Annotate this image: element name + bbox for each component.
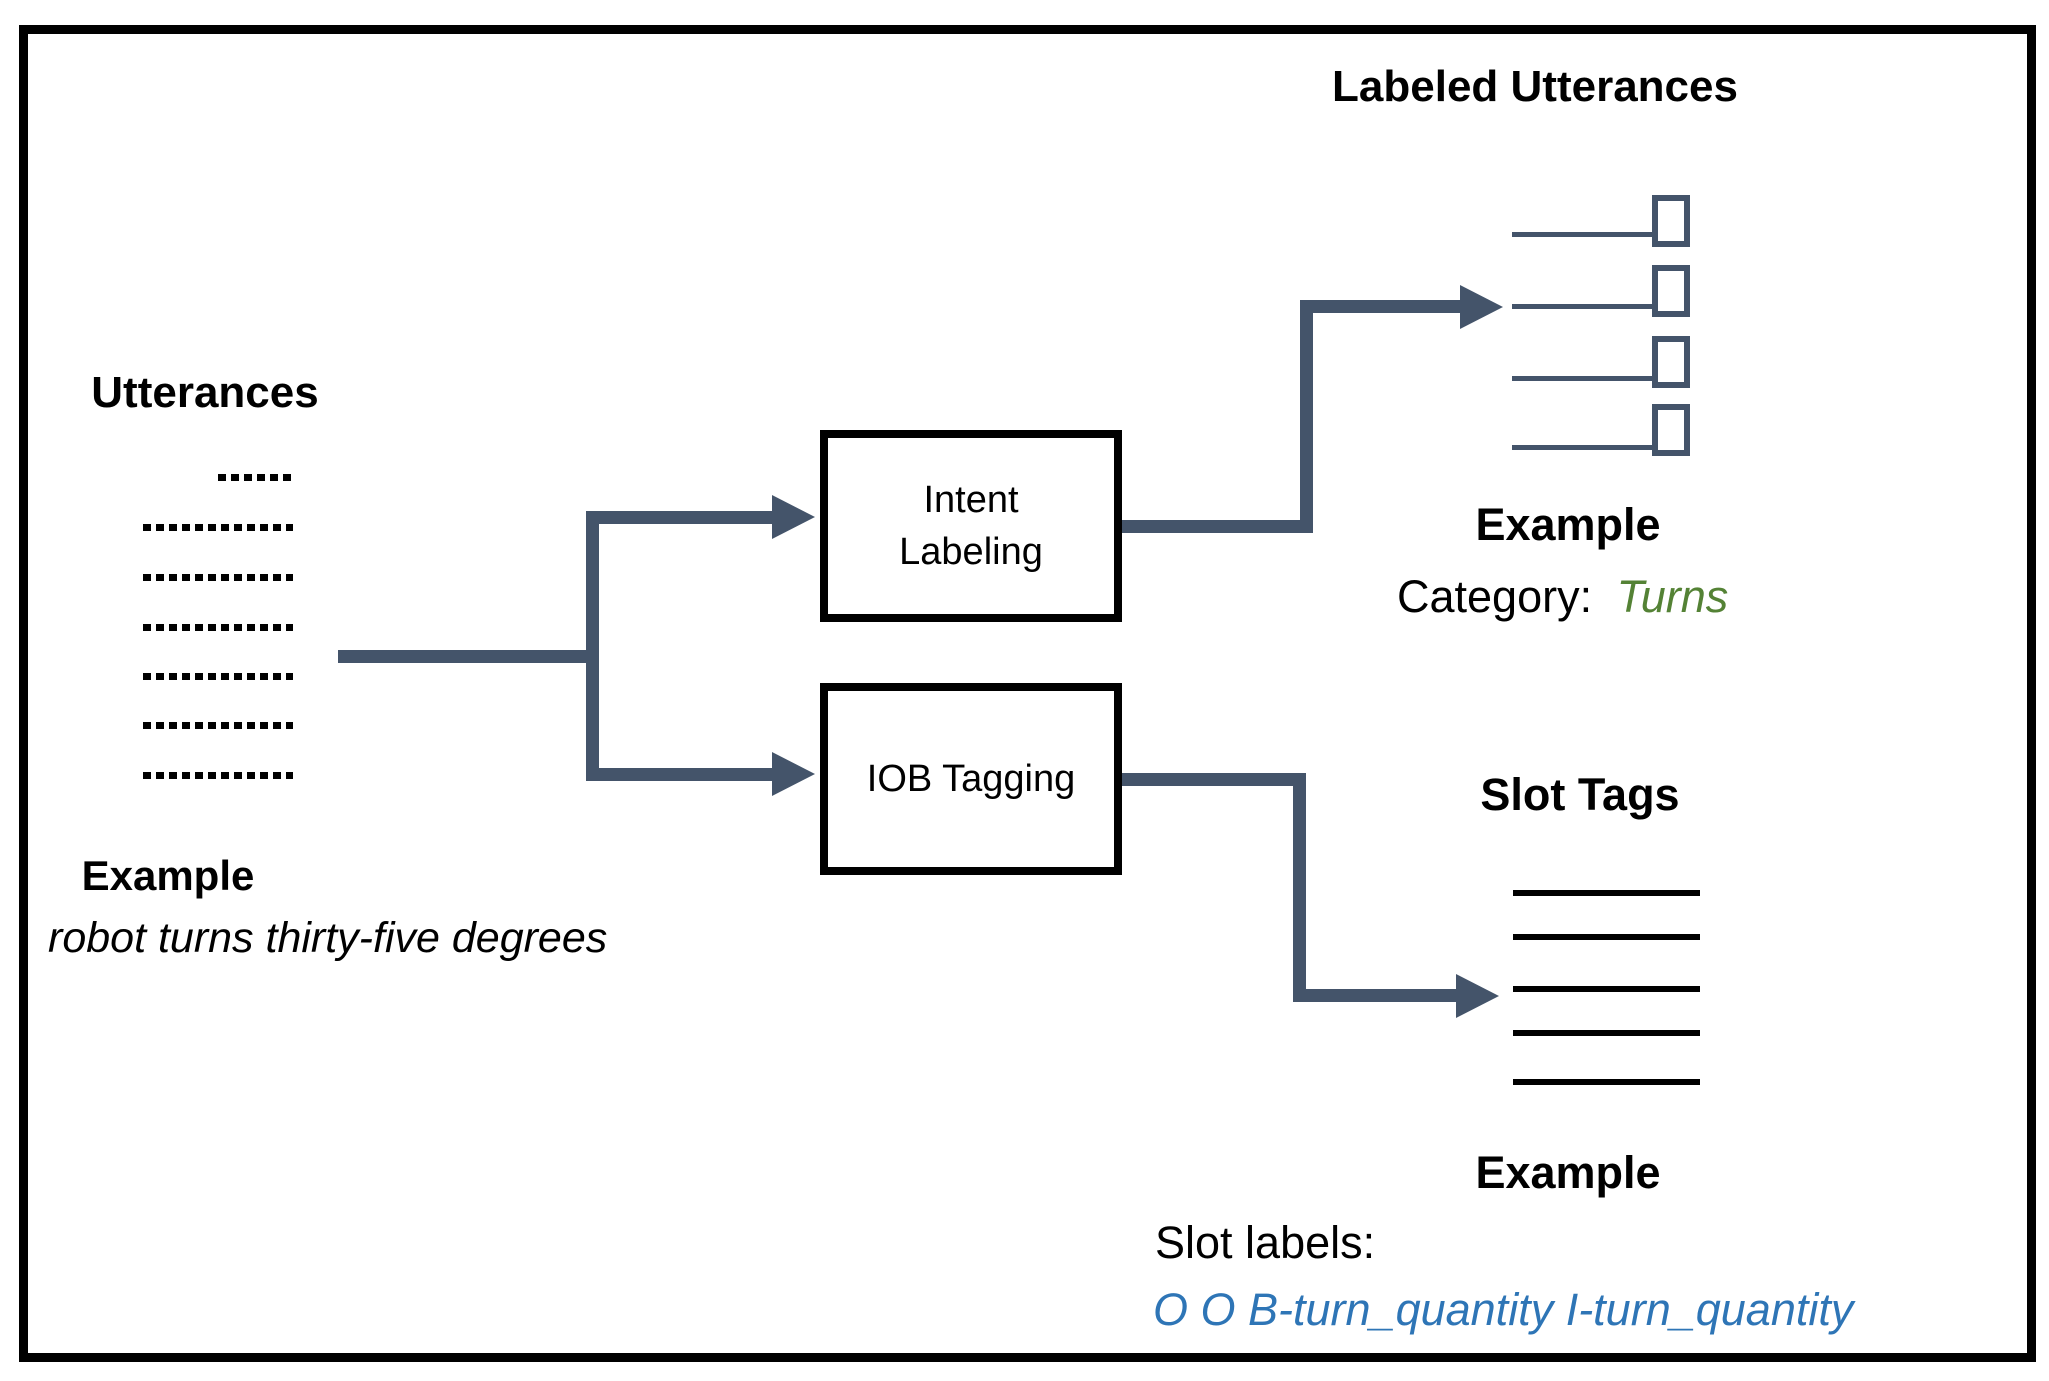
slot-labels-label: Slot labels: — [1155, 1217, 1376, 1268]
labeled-utterance-line — [1512, 304, 1652, 309]
slot-example-heading: Example — [1475, 1147, 1661, 1198]
slot-tag-line — [1513, 1079, 1700, 1085]
intent-labeling-box-label-line1: Intent — [923, 479, 1019, 521]
intent-branch-shaft — [598, 511, 772, 524]
iob-output-line-vertical — [1293, 773, 1306, 1002]
figure-border-frame — [19, 25, 2036, 1362]
utterance-dashed-line — [143, 722, 293, 729]
utterance-dashed-line — [143, 574, 293, 581]
slot-tags-heading: Slot Tags — [1480, 769, 1680, 820]
utterance-dashed-line — [143, 673, 293, 680]
slot-tag-line — [1513, 890, 1700, 896]
intent-output-arrowhead-icon — [1460, 285, 1503, 329]
utterance-dashed-line — [143, 524, 293, 531]
branch-vertical-line — [586, 511, 599, 781]
iob-branch-shaft — [598, 768, 772, 781]
left-example-utterance-text: robot turns thirty-five degrees — [48, 914, 608, 962]
labeled-utterance-line — [1512, 445, 1652, 450]
labeled-utterance-line — [1512, 376, 1652, 381]
utterance-dashed-line — [218, 474, 294, 481]
iob-tagging-box: IOB Tagging — [820, 683, 1122, 875]
iob-output-line-bottom — [1306, 989, 1458, 1002]
category-line: Category: Turns — [1397, 571, 1729, 622]
intent-output-line-vertical — [1300, 300, 1313, 533]
left-example-heading: Example — [81, 852, 255, 899]
labeled-utterance-checkbox-icon — [1652, 195, 1690, 247]
labeled-utterances-heading: Labeled Utterances — [1332, 62, 1738, 111]
slot-tag-line — [1513, 986, 1700, 992]
labeled-utterance-checkbox-icon — [1652, 265, 1690, 317]
iob-output-line-horizontal — [1122, 773, 1306, 786]
intent-labeling-box-label-line2: Labeling — [899, 531, 1043, 573]
iob-branch-arrowhead-icon — [772, 752, 815, 796]
main-input-line — [338, 650, 598, 663]
category-label: Category: — [1397, 571, 1593, 622]
labeled-utterance-checkbox-icon — [1652, 404, 1690, 456]
intent-labeling-box: Intent Labeling — [820, 430, 1122, 622]
slot-tag-line — [1513, 934, 1700, 940]
intent-output-line-horizontal — [1122, 520, 1313, 533]
category-example-heading: Example — [1475, 499, 1661, 550]
labeled-utterance-line — [1512, 232, 1652, 237]
slot-tag-line — [1513, 1030, 1700, 1036]
labeled-utterance-checkbox-icon — [1652, 336, 1690, 388]
utterances-heading: Utterances — [91, 368, 319, 417]
utterance-dashed-line — [143, 772, 293, 779]
slot-labels-value: O O B-turn_quantity I-turn_quantity — [1153, 1284, 1854, 1335]
category-value: Turns — [1616, 571, 1729, 622]
iob-tagging-box-label: IOB Tagging — [866, 758, 1076, 800]
intent-output-line-top — [1313, 300, 1462, 313]
utterance-dashed-line — [143, 624, 293, 631]
intent-branch-arrowhead-icon — [772, 495, 815, 539]
iob-output-arrowhead-icon — [1456, 974, 1499, 1018]
